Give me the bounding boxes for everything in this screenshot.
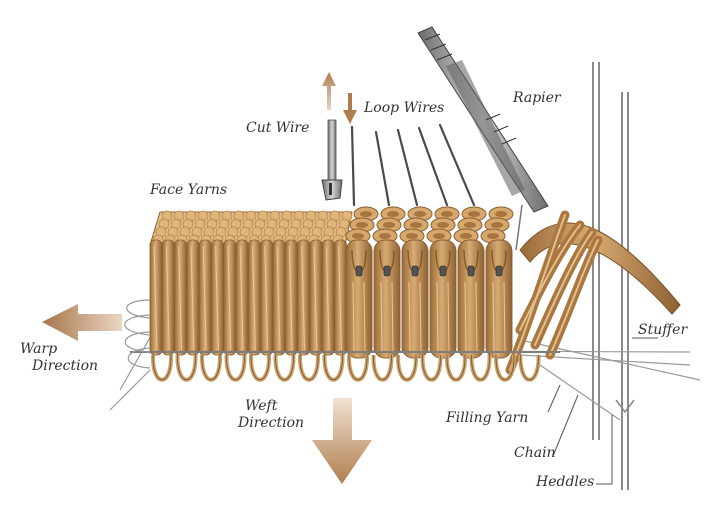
face-yarn-columns [149, 239, 513, 359]
label-rapier: Rapier [513, 90, 561, 106]
cut-wire [321, 119, 343, 201]
left-edge-loops [124, 299, 151, 369]
label-loop-wires: Loop Wires [364, 100, 445, 116]
filling-yarn-loops [150, 354, 541, 382]
label-face-yarns: Face Yarns [150, 182, 228, 198]
label-warp-direction-1: Warp [20, 341, 58, 357]
label-weft-direction-1: Weft [245, 398, 278, 414]
up-arrow [322, 72, 336, 110]
loop-wires [350, 123, 476, 207]
label-cut-wire: Cut Wire [246, 120, 310, 136]
carpet-top-loop-pile [345, 206, 514, 244]
down-arrow [343, 93, 357, 124]
label-stuffer: Stuffer [638, 322, 688, 338]
label-warp-direction-2: Direction [32, 358, 99, 374]
heddles-frame [592, 62, 635, 490]
label-weft-direction-2: Direction [238, 415, 305, 431]
weft-direction-arrow [312, 398, 372, 484]
warp-direction-arrow [42, 304, 122, 341]
rapier-tool [417, 26, 549, 251]
label-filling-yarn: Filling Yarn [446, 410, 529, 426]
leader-lines [547, 337, 658, 485]
label-chain: Chain [514, 445, 556, 461]
label-heddles: Heddles [536, 474, 595, 490]
